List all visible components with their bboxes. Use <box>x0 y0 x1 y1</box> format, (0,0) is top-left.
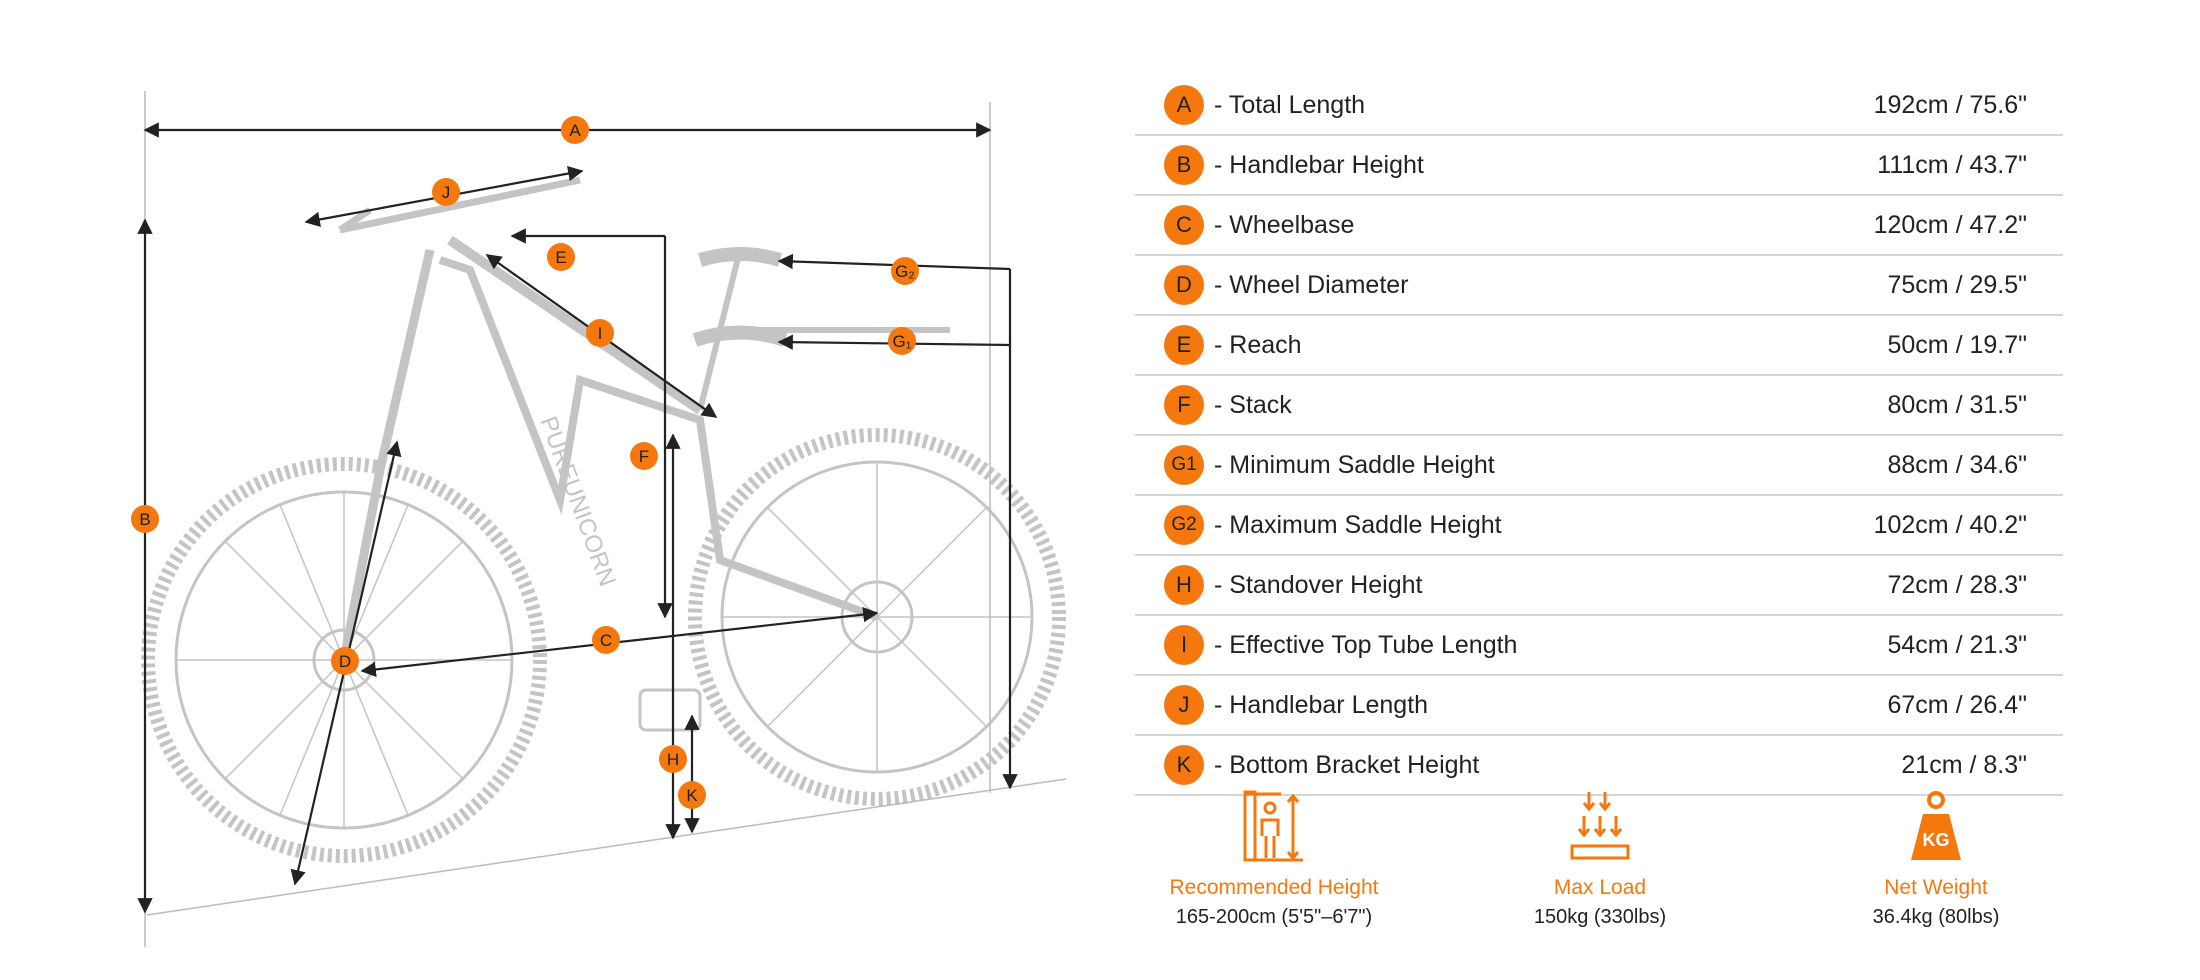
spec-label: - Stack <box>1214 390 1292 419</box>
feature-value: 36.4kg (80lbs) <box>1872 906 2000 928</box>
feature-title: Recommended Height <box>1169 876 1379 899</box>
svg-text:G₂: G₂ <box>895 262 915 281</box>
marker-d: D <box>331 647 359 675</box>
svg-text:D: D <box>339 652 351 671</box>
spec-label: - Effective Top Tube Length <box>1214 630 1518 659</box>
spec-row: A - Total Length 192cm / 75.6" <box>1135 76 2063 136</box>
spec-row: G1 - Minimum Saddle Height 88cm / 34.6" <box>1135 436 2063 496</box>
spec-row: G2 - Maximum Saddle Height 102cm / 40.2" <box>1135 496 2063 556</box>
svg-text:C: C <box>600 631 612 650</box>
spec-key-badge: B <box>1164 145 1204 185</box>
spec-label: - Reach <box>1214 330 1302 359</box>
svg-text:I: I <box>598 324 603 343</box>
svg-text:H: H <box>667 750 679 769</box>
svg-text:F: F <box>639 447 649 466</box>
spec-value: 192cm / 75.6" <box>1873 90 2027 119</box>
bike-sketch: PUREUNICORN <box>141 176 1066 863</box>
spec-label: - Handlebar Height <box>1214 150 1424 179</box>
spec-row: K - Bottom Bracket Height 21cm / 8.3" <box>1135 736 2063 796</box>
marker-a: A <box>561 116 589 144</box>
geometry-spec-table: A - Total Length 192cm / 75.6" B - Handlebar… <box>1135 76 2063 796</box>
svg-text:J: J <box>442 183 451 202</box>
spec-label: - Minimum Saddle Height <box>1214 450 1495 479</box>
spec-label: - Maximum Saddle Height <box>1214 510 1502 539</box>
spec-key-badge: J <box>1164 685 1204 725</box>
spec-value: 50cm / 19.7" <box>1887 330 2027 359</box>
spec-value: 102cm / 40.2" <box>1873 510 2027 539</box>
spec-key-badge: K <box>1164 745 1204 785</box>
feature-title: Max Load <box>1553 876 1647 899</box>
spec-key-badge: A <box>1164 85 1204 125</box>
spec-label: - Bottom Bracket Height <box>1214 750 1480 779</box>
svg-text:KG: KG <box>1923 830 1950 850</box>
spec-label: - Wheel Diameter <box>1214 270 1409 299</box>
marker-k: K <box>678 781 706 809</box>
frame-brand-text: PUREUNICORN <box>534 413 620 590</box>
spec-key-badge: G2 <box>1164 505 1204 545</box>
ground-line <box>146 778 1067 916</box>
feature-net-weight: KG Net Weight 36.4kg (80lbs) <box>1786 790 2086 929</box>
marker-g1: G₁ <box>888 327 916 355</box>
spec-key-badge: C <box>1164 205 1204 245</box>
height-ruler-icon <box>1124 790 1424 862</box>
spec-value: 54cm / 21.3" <box>1887 630 2027 659</box>
feature-value: 165-200cm (5'5"–6'7") <box>1175 906 1373 928</box>
marker-c: C <box>592 626 620 654</box>
feature-recommended-height: Recommended Height 165-200cm (5'5"–6'7") <box>1124 790 1424 929</box>
max-load-icon <box>1450 790 1750 862</box>
spec-label: - Wheelbase <box>1214 210 1355 239</box>
spec-key-badge: G1 <box>1164 445 1204 485</box>
spec-row: J - Handlebar Length 67cm / 26.4" <box>1135 676 2063 736</box>
spec-value: 80cm / 31.5" <box>1887 390 2027 419</box>
marker-f: F <box>630 442 658 470</box>
spec-value: 111cm / 43.7" <box>1877 150 2027 179</box>
spec-label: - Total Length <box>1214 90 1366 119</box>
svg-text:B: B <box>139 510 150 529</box>
spec-key-badge: I <box>1164 625 1204 665</box>
svg-text:K: K <box>686 786 698 805</box>
spec-key-badge: E <box>1164 325 1204 365</box>
spec-row: I - Effective Top Tube Length 54cm / 21.3" <box>1135 616 2063 676</box>
marker-g2: G₂ <box>891 257 919 285</box>
spec-row: C - Wheelbase 120cm / 47.2" <box>1135 196 2063 256</box>
spec-value: 75cm / 29.5" <box>1887 270 2027 299</box>
spec-row: H - Standover Height 72cm / 28.3" <box>1135 556 2063 616</box>
marker-h: H <box>659 745 687 773</box>
spec-key-badge: D <box>1164 265 1204 305</box>
marker-e: E <box>547 243 575 271</box>
spec-row: D - Wheel Diameter 75cm / 29.5" <box>1135 256 2063 316</box>
spec-value: 120cm / 47.2" <box>1873 210 2027 239</box>
spec-value: 21cm / 8.3" <box>1901 750 2027 779</box>
spec-row: F - Stack 80cm / 31.5" <box>1135 376 2063 436</box>
spec-value: 72cm / 28.3" <box>1887 570 2027 599</box>
svg-text:A: A <box>569 121 581 140</box>
spec-row: E - Reach 50cm / 19.7" <box>1135 316 2063 376</box>
spec-label: - Standover Height <box>1214 570 1423 599</box>
spec-key-badge: F <box>1164 385 1204 425</box>
marker-b: B <box>131 505 159 533</box>
marker-i: I <box>586 319 614 347</box>
spec-key-badge: H <box>1164 565 1204 605</box>
spec-value: 88cm / 34.6" <box>1887 450 2027 479</box>
feature-max-load: Max Load 150kg (330lbs) <box>1450 790 1750 929</box>
feature-value: 150kg (330lbs) <box>1533 906 1667 928</box>
marker-j: J <box>432 178 460 206</box>
svg-text:E: E <box>555 248 566 267</box>
spec-value: 67cm / 26.4" <box>1887 690 2027 719</box>
svg-text:G₁: G₁ <box>893 332 912 351</box>
feature-title: Net Weight <box>1884 876 1988 899</box>
bike-geometry-diagram: PUREUNICORN A B C D E F G₂ G₁ H K I J <box>131 91 1067 947</box>
spec-label: - Handlebar Length <box>1214 690 1429 719</box>
spec-row: B - Handlebar Height 111cm / 43.7" <box>1135 136 2063 196</box>
kg-weight-icon: KG <box>1786 790 2086 862</box>
